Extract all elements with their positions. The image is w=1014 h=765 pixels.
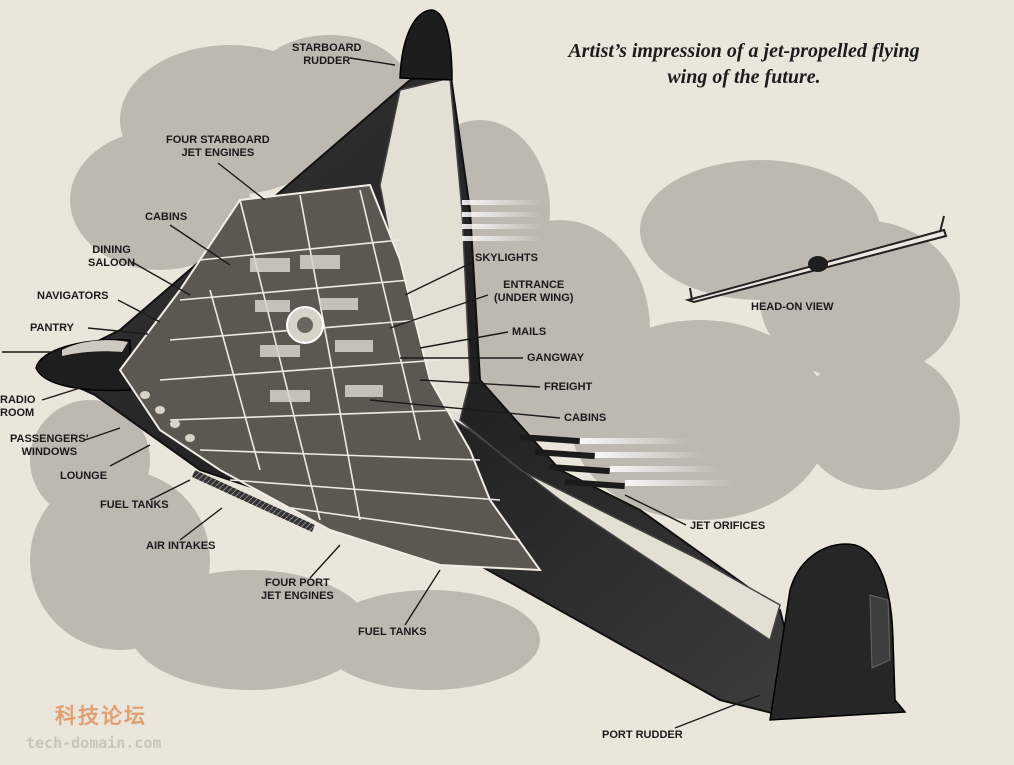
label-lounge: LOUNGE <box>60 470 108 482</box>
label-head-on-view: HEAD-ON VIEW <box>751 301 834 313</box>
watermark-chinese: 科技论坛 <box>55 704 147 728</box>
label-mails: MAILS <box>512 326 547 338</box>
caption-line-1: Artist’s impression of a jet-propelled f… <box>568 40 920 62</box>
label-port-rudder: PORT RUDDER <box>602 729 683 741</box>
label-air-intakes: AIR INTAKES <box>146 540 216 552</box>
label-entrance: ENTRANCE (UNDER WING) <box>494 279 574 304</box>
label-navigators: NAVIGATORS <box>37 290 109 302</box>
label-jet-orifices: JET ORIFICES <box>690 520 766 532</box>
label-passengers-windows: PASSENGERS’ WINDOWS <box>10 433 89 458</box>
cabin-blocks <box>250 255 383 402</box>
label-pantry: PANTRY <box>30 322 74 334</box>
starboard-wing-upper <box>379 77 781 642</box>
label-cabins-top: CABINS <box>145 211 188 223</box>
label-four-starboard-jet-engines: FOUR STARBOARD JET ENGINES <box>166 134 270 159</box>
label-fuel-tanks-left: FUEL TANKS <box>100 499 169 511</box>
label-fuel-tanks-bottom: FUEL TANKS <box>358 626 427 638</box>
label-dining-saloon: DINING SALOON <box>88 244 136 269</box>
caption-title: Artist’s impression of a jet-propelled f… <box>524 38 964 90</box>
label-starboard-rudder: STARBOARD RUDDER <box>292 42 362 67</box>
air-intake-grille <box>192 470 315 532</box>
passenger-windows-row <box>140 391 195 442</box>
label-radio-room: RADIO ROOM <box>0 394 36 419</box>
jet-exhaust <box>462 200 735 486</box>
cutaway-grid <box>159 189 521 541</box>
label-four-port-jet-engines: FOUR PORT JET ENGINES <box>261 577 334 602</box>
label-cabins-right: CABINS <box>564 412 607 424</box>
watermark-url: tech-domain.com <box>26 734 162 752</box>
leader-lines <box>2 57 761 729</box>
starboard-rudder <box>399 9 453 81</box>
port-rudder <box>769 543 907 721</box>
head-on-view-aircraft <box>684 215 948 304</box>
label-gangway: GANGWAY <box>527 352 585 364</box>
label-freight: FREIGHT <box>544 381 593 393</box>
caption-line-2: wing of the future. <box>667 66 821 88</box>
jet-orifices <box>519 433 625 490</box>
label-skylights: SKYLIGHTS <box>475 252 538 264</box>
